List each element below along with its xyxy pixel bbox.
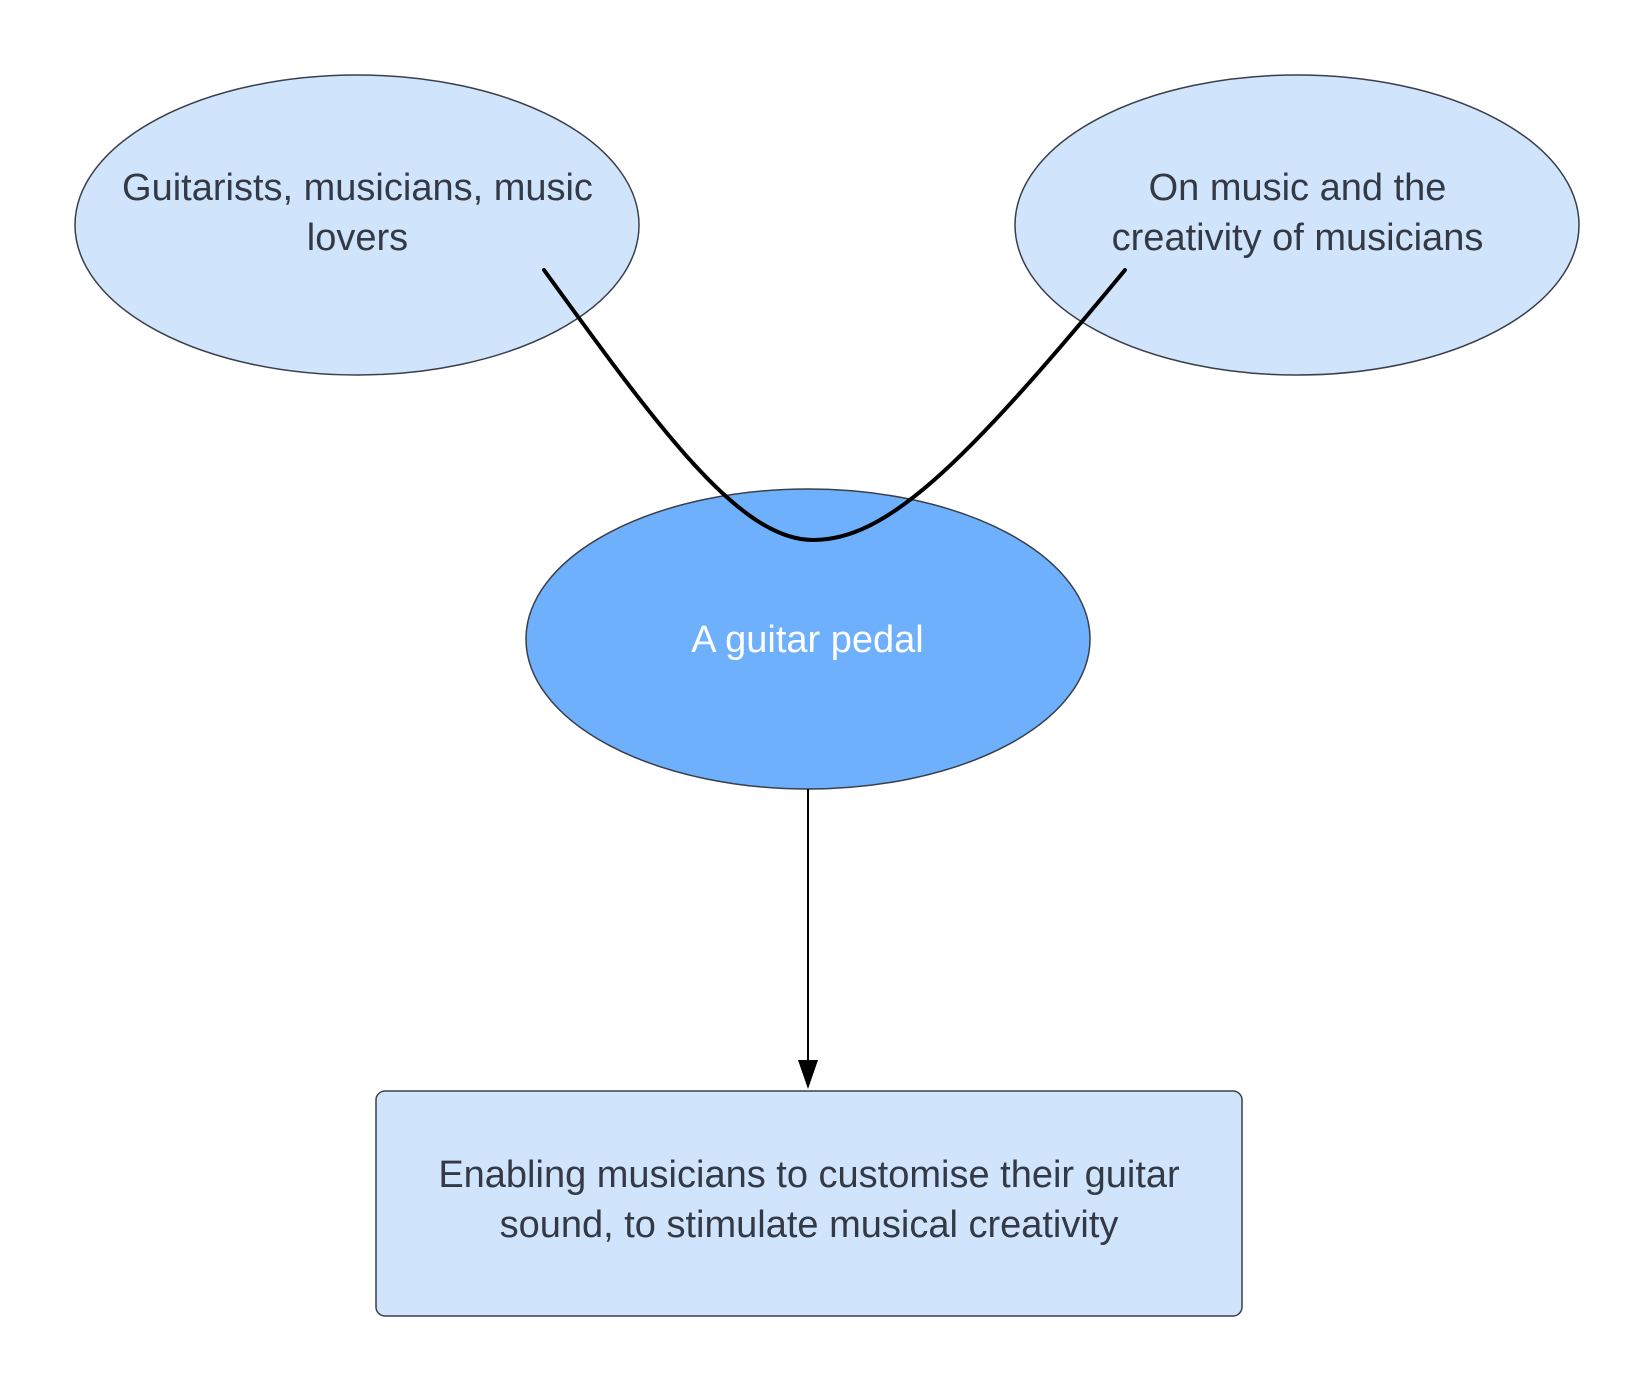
outcome-box[interactable] xyxy=(375,1090,1243,1317)
focus-ellipse[interactable] xyxy=(1014,74,1580,376)
focus-label: On music and the creativity of musicians xyxy=(1015,150,1580,275)
audience-ellipse[interactable] xyxy=(74,74,640,376)
audience-label: Guitarists, musicians, music lovers xyxy=(75,150,640,275)
focus-label-text: On music and the creativity of musicians xyxy=(1111,166,1484,259)
arrowhead-icon xyxy=(798,1060,818,1089)
audience-label-text: Guitarists, musicians, music lovers xyxy=(122,166,593,259)
curved-connector[interactable] xyxy=(542,268,1127,543)
product-label-text: A guitar pedal xyxy=(691,619,924,661)
outcome-label-text: Enabling musicians to customise their gu… xyxy=(438,1154,1180,1246)
outcome-label: Enabling musicians to customise their gu… xyxy=(376,1130,1242,1270)
product-label: A guitar pedal xyxy=(525,580,1090,700)
